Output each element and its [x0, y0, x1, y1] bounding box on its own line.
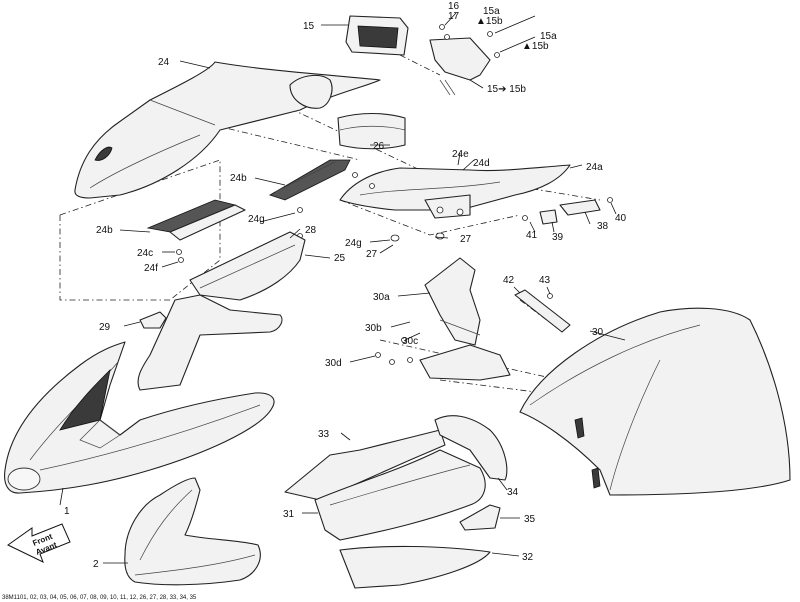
- label-15: 15: [303, 21, 315, 32]
- part-24b-mesh-upper: [269, 159, 351, 201]
- label-26: 26: [373, 141, 385, 152]
- label-15b-1: ▲15b: [476, 16, 503, 27]
- label-27-2: 27: [366, 249, 378, 260]
- label-30d: 30d: [325, 358, 342, 369]
- label-24g-2: 24g: [345, 238, 362, 249]
- label-34: 34: [507, 487, 519, 498]
- label-24d: 24d: [473, 158, 490, 169]
- label-1: 1: [64, 506, 70, 517]
- label-15-15b: 15➔ 15b: [487, 84, 526, 95]
- part-32-panel: [339, 545, 491, 589]
- label-38: 38: [597, 221, 609, 232]
- part-30a-frame: [419, 257, 511, 381]
- part-42-strut: [514, 289, 571, 333]
- label-32: 32: [522, 552, 534, 563]
- part-34-panel: [434, 415, 508, 481]
- label-30a: 30a: [373, 292, 390, 303]
- label-24: 24: [158, 57, 170, 68]
- label-24b-2: 24b: [96, 225, 113, 236]
- part-24-left-side-panel: [74, 61, 381, 199]
- label-33: 33: [318, 429, 330, 440]
- label-17: 17: [448, 11, 460, 22]
- part-29-clip: [139, 311, 167, 329]
- label-16: 16: [448, 1, 460, 12]
- part-15-top-housing: [345, 15, 491, 96]
- label-15a-2: 15a: [540, 31, 557, 42]
- part-30-side-panel: [519, 307, 791, 496]
- part-35-panel: [459, 504, 501, 531]
- label-24e: 24e: [452, 149, 469, 160]
- label-30b: 30b: [365, 323, 382, 334]
- label-29: 29: [99, 322, 111, 333]
- label-24a: 24a: [586, 162, 603, 173]
- fasteners-30d: [375, 337, 413, 365]
- footer-part-code: 38M1101, 02, 03, 04, 05, 06, 07, 08, 09,…: [2, 595, 197, 601]
- label-24f: 24f: [144, 263, 158, 274]
- label-28: 28: [305, 225, 317, 236]
- label-35: 35: [524, 514, 536, 525]
- label-41: 41: [526, 230, 538, 241]
- label-2: 2: [93, 559, 99, 570]
- part-24a-bracket: [339, 164, 571, 219]
- part-24b-mesh-lower: [146, 199, 246, 241]
- label-30c: 30c: [402, 336, 418, 347]
- label-43: 43: [539, 275, 551, 286]
- label-42: 42: [503, 275, 515, 286]
- label-40: 40: [615, 213, 627, 224]
- leader-lines: [59, 12, 626, 564]
- part-2-lower-nose: [124, 477, 261, 586]
- label-25: 25: [334, 253, 346, 264]
- part-31-panel: [314, 449, 486, 541]
- part-38-connector: [522, 197, 613, 225]
- label-24g-1: 24g: [248, 214, 265, 225]
- callout-labels: 1 2 15 16 17 15a ▲15b 15a ▲15b 15➔ 15b 2…: [64, 1, 627, 570]
- part-1-nose-panel: [4, 341, 275, 494]
- part-26-cover: [337, 113, 406, 150]
- label-24c: 24c: [137, 248, 153, 259]
- label-15a-1: 15a: [483, 6, 500, 17]
- front-direction-arrow: Front Avant: [7, 523, 71, 563]
- label-24b-1: 24b: [230, 173, 247, 184]
- label-39: 39: [552, 232, 564, 243]
- label-31: 31: [283, 509, 295, 520]
- label-27-1: 27: [460, 234, 472, 245]
- fasteners-15: [439, 24, 500, 58]
- label-30: 30: [592, 327, 604, 338]
- part-25-deflector: [137, 231, 306, 391]
- label-15b-2: ▲15b: [522, 41, 549, 52]
